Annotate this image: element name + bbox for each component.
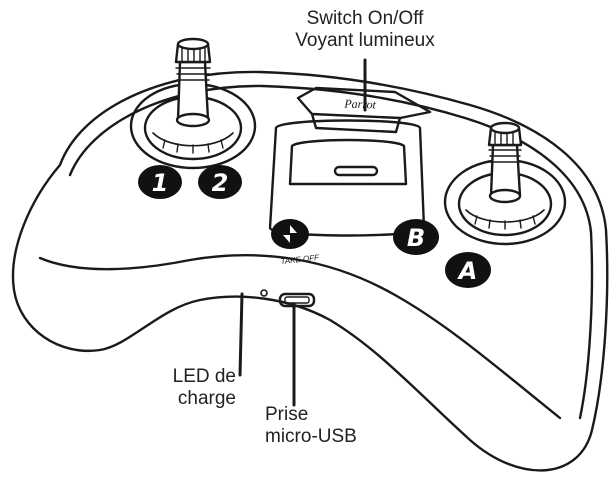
takeoff-label: TAKE OFF [280, 253, 320, 266]
button-1: 1 [138, 165, 182, 199]
callout-usb-line1: Prise [265, 404, 309, 425]
charge-led [260, 289, 268, 297]
leader-led [238, 292, 244, 377]
holder-slot [333, 165, 379, 177]
takeoff-button: TAKE OFF [271, 219, 320, 266]
callout-led-line1: LED de [172, 366, 236, 387]
button-a: A [445, 252, 491, 288]
phone-holder [268, 119, 426, 237]
callout-usb: Prise micro-USB [265, 404, 415, 448]
button-1-label: 1 [152, 169, 169, 197]
button-2: 2 [198, 165, 242, 199]
callout-led-line2: charge [177, 388, 236, 409]
body-lower-edge [38, 253, 562, 420]
callout-led: LED de charge [140, 366, 236, 410]
callout-switch-line1: Switch On/Off [306, 8, 424, 29]
left-stick [174, 37, 212, 128]
callout-switch-line2: Voyant lumineux [295, 30, 435, 51]
usb-port [278, 292, 316, 308]
controller-body [11, 70, 609, 472]
body-inner-contour [68, 84, 594, 420]
right-stick [487, 121, 523, 204]
brand-logo: Parrot [343, 96, 377, 111]
button-a-label: A [457, 257, 478, 285]
button-b-label: B [407, 224, 425, 252]
callout-usb-line2: micro-USB [265, 426, 357, 447]
button-b: B [393, 219, 439, 255]
button-2-label: 2 [212, 169, 229, 197]
callout-switch: Switch On/Off Voyant lumineux [255, 8, 475, 52]
